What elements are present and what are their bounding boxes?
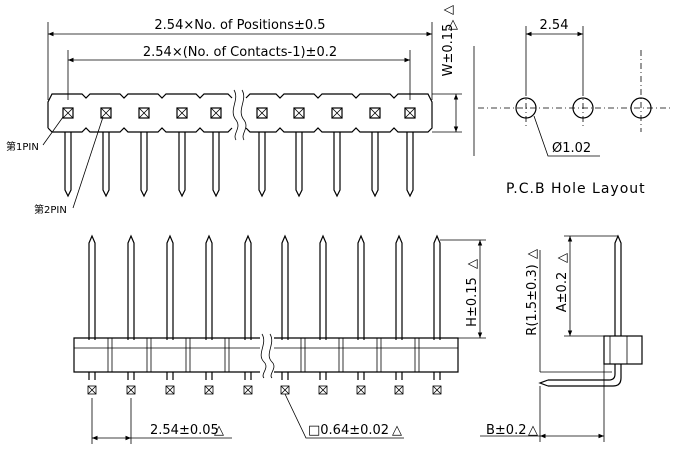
front-pitch-label: 2.54±0.05 [150,423,219,438]
top-pin-6 [256,107,268,198]
width-triangle: △ [441,5,456,15]
b-label: B±0.2 [486,423,527,438]
a-label: A±0.2 [555,272,570,312]
side-pin-vertical [614,234,622,336]
width-label: W±0.15 [441,24,456,77]
pin-square-leader [284,393,404,439]
top-pins [62,107,416,198]
a-triangle: △ [555,253,570,263]
pcb-layout-title: P.C.B Hole Layout [506,181,646,197]
break-symbol [232,89,239,141]
overall-length-triangle: △ [448,17,458,32]
pin-square-triangle: △ [392,423,402,438]
front-pitch-triangle: △ [214,423,224,438]
top-pin-10 [404,107,416,198]
pin1-label: 第1PIN [6,140,39,153]
pin1-leader [42,116,64,146]
top-pin-9 [369,107,381,198]
radius-label: R(1.5±0.3) [525,264,540,335]
overall-length-label: 2.54×No. of Positions±0.5 [154,18,325,33]
contact-span-label: 2.54×(No. of Contacts-1)±0.2 [143,45,337,60]
pin-square-label: □0.64±0.02 [308,423,389,438]
front-view: 2.54±0.05 △ □0.64±0.02 △ H±0.15 △ [73,234,486,444]
hole-leader [533,115,600,157]
b-triangle: △ [528,423,538,438]
top-pin-3 [138,107,150,198]
radius-triangle: △ [525,249,540,259]
top-housing-outline [47,93,433,133]
top-pin-7 [293,107,305,198]
front-pins [88,234,441,340]
height-triangle: △ [465,259,480,269]
top-pin-1 [62,107,74,198]
front-pin-tails [87,372,442,395]
height-label: H±0.15 [465,277,480,327]
top-pin-4 [176,107,188,198]
top-pin-5 [210,107,222,198]
top-pin-2 [100,107,112,198]
pin2-leader [72,116,104,209]
top-view: 2.54×No. of Positions±0.5 2.54×(No. of C… [6,5,462,216]
hole-diameter-label: Ø1.02 [552,141,591,156]
side-housing [603,335,643,365]
pcb-hole-3 [630,97,652,119]
pcb-pitch-label: 2.54 [540,18,569,33]
top-pin-8 [331,107,343,198]
side-view: A±0.2 △ R(1.5±0.3) △ B±0.2 △ [480,234,643,442]
pin2-label: 第2PIN [34,203,67,216]
side-pin-bent [548,364,622,387]
front-housing-dividers [107,338,420,372]
pcb-hole-layout: 2.54 Ø1.02 P.C.B Hole Layout [473,18,672,197]
